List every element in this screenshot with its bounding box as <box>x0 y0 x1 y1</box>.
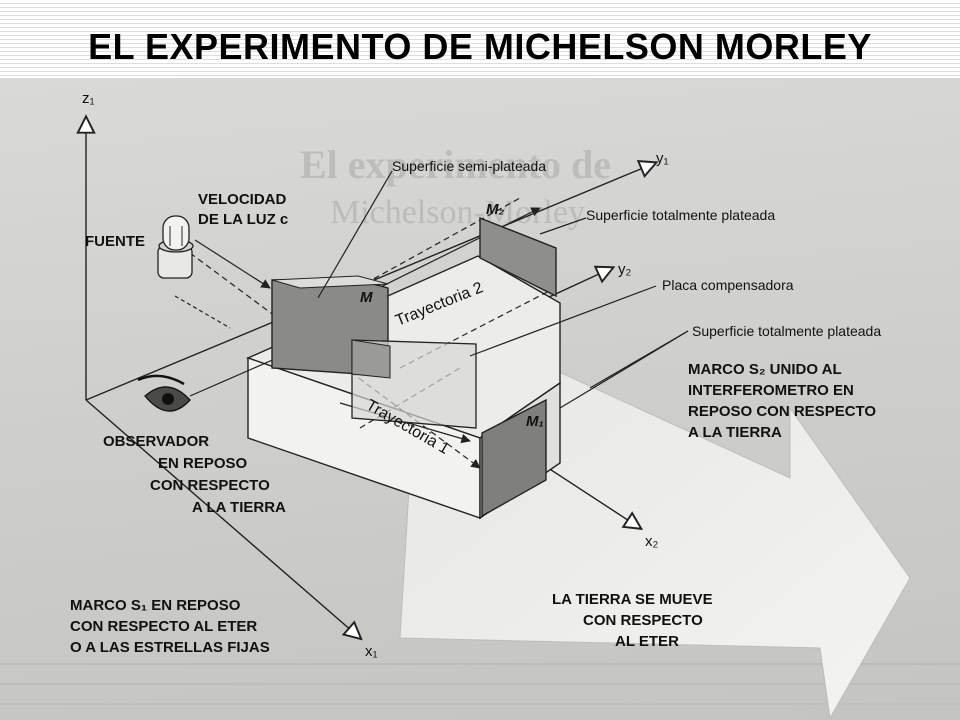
label-semi-plateada: Superficie semi-plateada <box>392 158 546 174</box>
axis-label-y1: y₁ <box>656 150 669 167</box>
label-tierra-line2: CON RESPECTO <box>583 612 703 629</box>
axis-label-z1: z₁ <box>82 90 95 107</box>
label-marco-s2-line3: REPOSO CON RESPECTO <box>688 403 876 420</box>
mirror-label-m2: M₂ <box>486 201 504 218</box>
mirror-label-m: M <box>360 289 373 306</box>
label-observador-line2: EN REPOSO <box>158 455 248 472</box>
observer-eye-icon <box>137 374 191 412</box>
label-totalmente-plateada-right: Superficie totalmente plateada <box>692 323 881 339</box>
mirror-label-m1: M₁ <box>526 413 544 430</box>
compensating-plate <box>351 339 477 429</box>
label-observador-line3: CON RESPECTO <box>150 477 270 494</box>
light-source-icon <box>157 215 194 279</box>
label-tierra-line1: LA TIERRA SE MUEVE <box>552 591 713 608</box>
title-bar: EL EXPERIMENTO DE MICHELSON MORLEY <box>0 0 960 78</box>
label-placa-compensadora: Placa compensadora <box>662 277 794 293</box>
label-fuente: FUENTE <box>85 233 145 250</box>
label-marco-s1-line1: MARCO S₁ EN REPOSO <box>70 597 241 614</box>
label-tierra-line3: AL ETER <box>615 633 679 650</box>
svg-text:El experimento de: El experimento de <box>300 142 611 187</box>
svg-text:Michelson-Morley: Michelson-Morley <box>330 194 585 231</box>
label-velocidad-line1: VELOCIDAD <box>198 191 287 208</box>
mirror-m2 <box>479 216 557 298</box>
label-observador-line4: A LA TIERRA <box>192 499 286 516</box>
label-observador-line1: OBSERVADOR <box>103 433 209 450</box>
axis-label-x1: x₁ <box>365 643 378 660</box>
label-marco-s2-line1: MARCO S₂ UNIDO AL <box>688 361 842 378</box>
label-totalmente-plateada-top: Superficie totalmente plateada <box>586 207 775 223</box>
label-marco-s2-line2: INTERFEROMETRO EN <box>688 382 854 399</box>
leader-lines <box>174 170 689 409</box>
label-marco-s1-line2: CON RESPECTO AL ETER <box>70 618 257 635</box>
label-velocidad-line2: DE LA LUZ c <box>198 211 288 228</box>
axis-label-x2: x₂ <box>645 533 659 550</box>
slide-title: EL EXPERIMENTO DE MICHELSON MORLEY <box>88 26 872 67</box>
diagram-photo: El experimento de Michelson-Morley <box>0 78 960 720</box>
axis-label-y2: y₂ <box>618 261 632 278</box>
label-marco-s2-line4: A LA TIERRA <box>688 424 782 441</box>
label-marco-s1-line3: O A LAS ESTRELLAS FIJAS <box>70 639 270 656</box>
mirror-m1 <box>481 398 547 518</box>
interferometer-diagram: El experimento de Michelson-Morley <box>0 90 960 720</box>
bleed-through-text: El experimento de Michelson-Morley <box>0 142 960 705</box>
